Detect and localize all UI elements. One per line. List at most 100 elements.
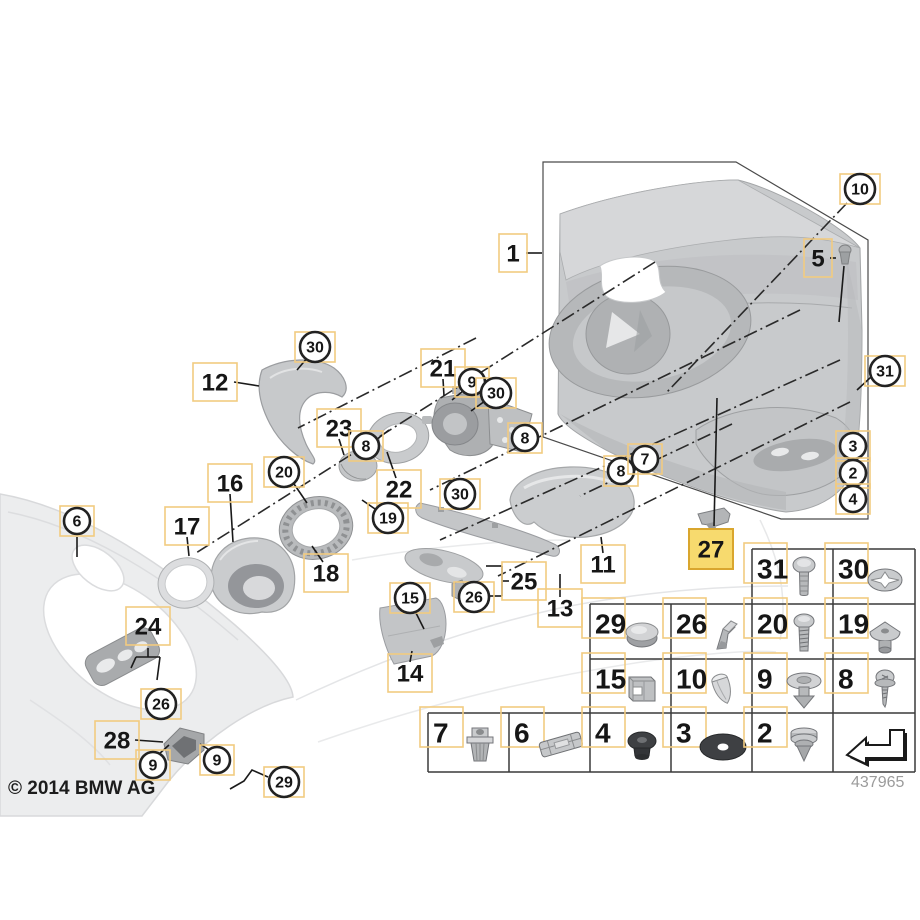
callout-30[interactable]: 30 xyxy=(475,376,517,410)
callout-13[interactable]: 13 xyxy=(537,588,583,628)
leader-line xyxy=(386,451,397,479)
callout-22[interactable]: 22 xyxy=(376,469,422,509)
svg-text:3: 3 xyxy=(849,439,858,456)
callout-9[interactable]: 9 xyxy=(135,749,171,781)
legend-cell-29[interactable]: 29 xyxy=(581,597,659,648)
callout-8[interactable]: 8 xyxy=(507,422,543,454)
legend-cell-4[interactable]: 4 xyxy=(581,706,657,760)
legend-cell-31[interactable]: 31 xyxy=(743,542,816,596)
svg-text:26: 26 xyxy=(152,697,170,714)
svg-text:14: 14 xyxy=(397,661,424,688)
callout-10[interactable]: 10 xyxy=(839,172,881,206)
callout-23[interactable]: 23 xyxy=(316,408,362,448)
svg-text:13: 13 xyxy=(547,596,574,623)
callout-12[interactable]: 12 xyxy=(192,362,238,402)
doc-number: 437965 xyxy=(851,774,905,791)
svg-text:7: 7 xyxy=(641,452,650,469)
legend-cell-19[interactable]: 19 xyxy=(824,597,901,654)
svg-text:21: 21 xyxy=(430,356,457,383)
callout-26[interactable]: 26 xyxy=(453,580,495,614)
svg-text:2: 2 xyxy=(757,718,773,749)
legend-cell-30[interactable]: 30 xyxy=(824,542,903,592)
svg-text:10: 10 xyxy=(851,182,869,199)
leader-line xyxy=(409,650,413,663)
callout-9[interactable]: 9 xyxy=(454,366,490,398)
callout-18[interactable]: 18 xyxy=(303,553,349,593)
svg-text:30: 30 xyxy=(306,340,324,357)
legend-icon-plate-clip xyxy=(538,731,583,758)
callout-20[interactable]: 20 xyxy=(263,455,305,489)
legend-icon-star-washer xyxy=(867,568,903,592)
svg-text:8: 8 xyxy=(521,431,530,448)
legend-cell-7[interactable]: 7 xyxy=(419,706,494,762)
leader-line xyxy=(451,390,464,401)
callout-5[interactable]: 5 xyxy=(803,238,833,278)
cover-flap-art-14 xyxy=(379,597,447,665)
callout-26[interactable]: 26 xyxy=(140,687,182,721)
callout-30[interactable]: 30 xyxy=(294,330,336,364)
leader-line xyxy=(233,381,260,387)
axis-line xyxy=(429,309,801,491)
leader-line xyxy=(291,480,308,504)
callout-14[interactable]: 14 xyxy=(387,653,433,693)
speaker-dome-art-16 xyxy=(210,537,296,615)
callout-6[interactable]: 6 xyxy=(59,505,95,537)
legend-cell-2[interactable]: 2 xyxy=(743,706,818,763)
legend-icon-grommet-cone xyxy=(711,673,731,704)
legend-icon-grommet-stack xyxy=(790,727,818,763)
svg-text:20: 20 xyxy=(757,609,788,640)
svg-text:22: 22 xyxy=(386,477,413,504)
leader-line xyxy=(156,656,161,681)
callout-9[interactable]: 9 xyxy=(199,744,235,776)
legend-cell-arrow[interactable] xyxy=(845,729,907,767)
callout-17[interactable]: 17 xyxy=(164,506,210,546)
legend-cell-10[interactable]: 10 xyxy=(662,652,735,706)
svg-text:15: 15 xyxy=(595,664,626,695)
callout-21[interactable]: 21 xyxy=(420,348,466,388)
callout-1[interactable]: 1 xyxy=(498,233,528,273)
legend-cell-3[interactable]: 3 xyxy=(662,706,747,761)
svg-text:8: 8 xyxy=(362,439,371,456)
callout-30[interactable]: 30 xyxy=(439,477,481,511)
legend-icon-clip-spring xyxy=(716,620,738,650)
svg-text:24: 24 xyxy=(135,614,162,641)
legend-cell-15[interactable]: 15 xyxy=(581,652,656,702)
svg-text:18: 18 xyxy=(313,561,340,588)
callout-28[interactable]: 28 xyxy=(94,720,140,760)
svg-text:10: 10 xyxy=(676,664,707,695)
fastener-art-5 xyxy=(838,244,852,265)
callout-7[interactable]: 7 xyxy=(627,443,663,475)
svg-text:29: 29 xyxy=(595,609,626,640)
legend-cell-6[interactable]: 6 xyxy=(500,706,583,758)
callout-27[interactable]: 27 xyxy=(688,528,734,570)
callout-29[interactable]: 29 xyxy=(263,765,305,799)
callout-8[interactable]: 8 xyxy=(348,430,384,462)
leader-line xyxy=(130,656,137,669)
svg-text:12: 12 xyxy=(202,370,229,397)
legend-cell-20[interactable]: 20 xyxy=(743,597,815,652)
svg-text:26: 26 xyxy=(676,609,707,640)
legend-icon-screw-tap xyxy=(874,669,896,709)
callout-11[interactable]: 11 xyxy=(580,544,626,584)
svg-text:17: 17 xyxy=(174,514,201,541)
svg-text:3: 3 xyxy=(676,718,692,749)
legend-cell-9[interactable]: 9 xyxy=(743,652,822,709)
svg-text:4: 4 xyxy=(595,718,611,749)
callout-31[interactable]: 31 xyxy=(864,354,906,388)
callout-24[interactable]: 24 xyxy=(125,606,171,646)
legend-cell-8[interactable]: 8 xyxy=(824,652,896,709)
callout-4[interactable]: 4 xyxy=(835,483,871,515)
callout-15[interactable]: 15 xyxy=(389,581,431,615)
svg-text:26: 26 xyxy=(465,590,483,607)
callout-16[interactable]: 16 xyxy=(207,463,253,503)
switch-bracket-art-24 xyxy=(84,627,161,687)
legend-cell-26[interactable]: 26 xyxy=(662,597,738,650)
svg-text:19: 19 xyxy=(838,609,869,640)
svg-text:8: 8 xyxy=(617,464,626,481)
callout-25[interactable]: 25 xyxy=(501,561,547,601)
leader-line xyxy=(856,376,872,391)
callout-19[interactable]: 19 xyxy=(367,501,409,535)
leader-line xyxy=(838,265,845,323)
